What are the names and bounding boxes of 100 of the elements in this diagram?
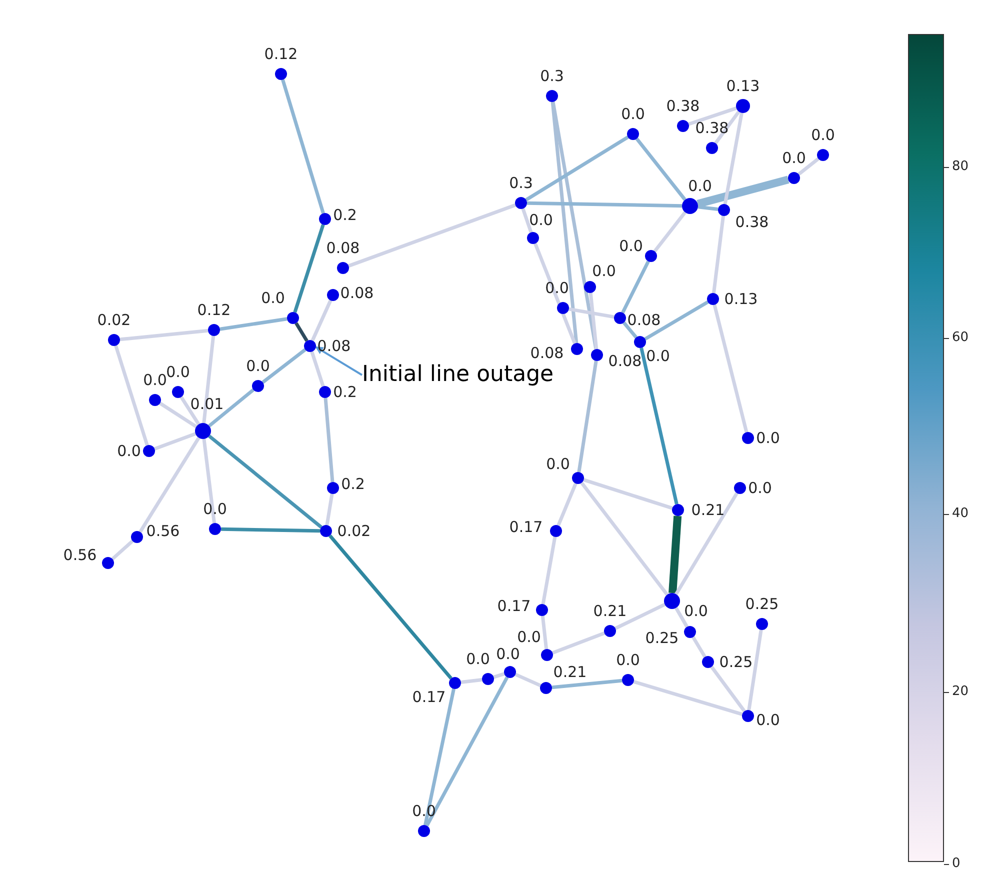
- network-line: [747, 630, 763, 710]
- node-value-label: 0.0: [684, 603, 708, 619]
- annotation-text: Initial line outage: [362, 360, 554, 390]
- node-value-label: 0.0: [529, 212, 553, 228]
- network-line: [614, 602, 666, 630]
- network-node: [327, 482, 339, 494]
- network-node: [108, 334, 120, 346]
- node-value-label: 0.01: [190, 396, 224, 412]
- network-line: [514, 672, 542, 688]
- colorbar-tick-label: 80: [952, 160, 969, 174]
- network-line: [325, 494, 334, 526]
- network-line: [424, 688, 456, 826]
- network-node: [527, 232, 539, 244]
- network-line: [552, 632, 606, 654]
- network-node: [418, 825, 430, 837]
- network-line: [712, 304, 748, 433]
- node-value-label: 0.2: [333, 207, 357, 223]
- network-node: [540, 682, 552, 694]
- network-line: [577, 360, 598, 472]
- network-line: [580, 482, 669, 596]
- network-node: [706, 142, 718, 154]
- network-node: [208, 324, 220, 336]
- network-line: [635, 138, 686, 201]
- node-value-label: 0.21: [593, 603, 627, 619]
- network-node: [337, 262, 349, 274]
- node-value-label: 0.0: [143, 372, 167, 388]
- network-node: [143, 445, 155, 457]
- network-node: [707, 293, 719, 305]
- network-line: [348, 203, 516, 268]
- network-node: [287, 312, 299, 324]
- network-line: [180, 396, 200, 426]
- network-line: [698, 205, 718, 212]
- node-value-label: 0.0: [811, 127, 835, 143]
- node-value-label: 0.0: [756, 712, 780, 728]
- node-value-label: 0.0: [412, 803, 436, 819]
- network-line: [120, 328, 208, 342]
- network-line: [798, 157, 820, 176]
- network-line: [540, 616, 548, 650]
- network-node: [734, 482, 746, 494]
- network-node: [677, 120, 689, 132]
- network-line: [208, 388, 254, 428]
- network-node: [546, 90, 558, 102]
- network-line: [653, 211, 686, 252]
- arrow: [315, 346, 363, 376]
- network-line: [674, 492, 738, 596]
- network-line: [526, 201, 682, 208]
- network-node: [664, 593, 680, 609]
- network-line: [622, 321, 638, 339]
- network-line: [552, 678, 622, 690]
- network-line: [310, 300, 332, 342]
- network-node: [131, 531, 143, 543]
- node-value-label: 0.08: [340, 285, 374, 301]
- network-node: [482, 673, 494, 685]
- network-line: [111, 540, 134, 560]
- node-value-label: 0.3: [509, 175, 533, 191]
- node-value-label: 0.2: [333, 384, 357, 400]
- network-line: [294, 322, 308, 342]
- node-value-label: 0.13: [726, 78, 760, 94]
- network-node: [622, 674, 634, 686]
- colorbar-tick-label: 40: [952, 507, 969, 521]
- network-node: [319, 213, 331, 225]
- node-value-label: 0.0: [496, 646, 520, 662]
- network-node: [718, 204, 730, 216]
- colorbar-tick-label: 20: [952, 685, 969, 699]
- network-line: [521, 208, 533, 233]
- network-line: [640, 347, 678, 505]
- node-value-label: 0.08: [530, 345, 564, 361]
- network-line: [668, 516, 682, 594]
- node-value-label: 0.0: [466, 651, 490, 667]
- network-line: [425, 676, 509, 827]
- network-line: [712, 216, 725, 294]
- network-line: [644, 300, 709, 340]
- network-node: [209, 523, 221, 535]
- network-line: [154, 432, 196, 451]
- node-value-label: 0.0: [619, 238, 643, 254]
- network-node: [684, 626, 696, 638]
- node-value-label: 0.0: [246, 358, 270, 374]
- network-node: [742, 432, 754, 444]
- network-line: [525, 136, 629, 202]
- network-node: [736, 99, 750, 113]
- network-node: [584, 281, 596, 293]
- network-node: [645, 250, 657, 262]
- network-node: [449, 677, 461, 689]
- node-value-label: 0.17: [509, 519, 543, 535]
- network-line: [633, 680, 743, 716]
- node-value-label: 0.12: [197, 302, 231, 318]
- node-value-label: 0.0: [592, 263, 616, 279]
- network-line: [688, 106, 737, 126]
- network-line: [696, 176, 790, 208]
- node-value-label: 0.0: [203, 501, 227, 517]
- network-line: [588, 292, 598, 350]
- network-line: [328, 534, 452, 680]
- node-value-label: 0.08: [627, 312, 661, 328]
- network-node: [149, 394, 161, 406]
- node-value-label: 0.25: [745, 596, 779, 612]
- network-node: [682, 198, 698, 214]
- network-node: [327, 289, 339, 301]
- network-node: [252, 380, 264, 392]
- network-node: [591, 349, 603, 361]
- node-value-label: 0.0: [782, 150, 806, 166]
